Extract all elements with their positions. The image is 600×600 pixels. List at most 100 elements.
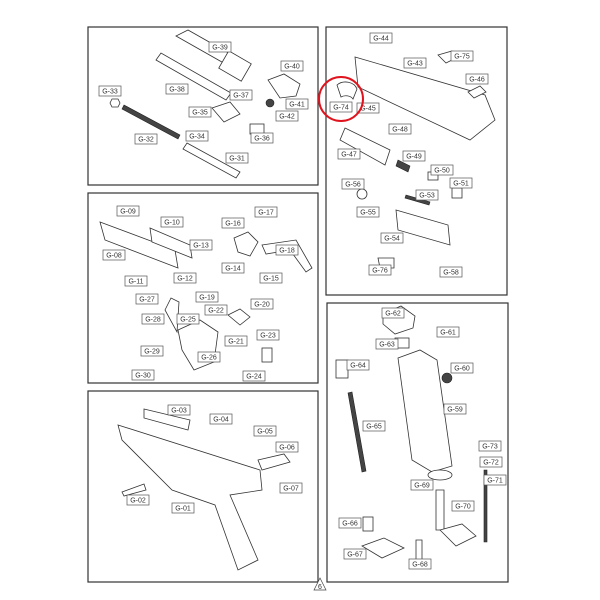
label-box — [369, 32, 393, 44]
label-box — [443, 403, 467, 415]
part-label-g-58: G-58 — [439, 266, 463, 278]
label-box — [362, 420, 386, 432]
label-text: G-65 — [366, 424, 382, 431]
part-label-g-41: G-41 — [285, 98, 309, 110]
label-text: G-36 — [254, 136, 270, 143]
part-label-g-35: G-35 — [188, 106, 212, 118]
label-box — [449, 177, 473, 189]
label-box — [224, 335, 248, 347]
label-box — [126, 494, 150, 506]
label-box — [250, 132, 274, 144]
label-box — [188, 106, 212, 118]
label-text: G-18 — [279, 248, 295, 255]
part-label-g-38: G-38 — [165, 83, 189, 95]
label-text: G-76 — [372, 268, 388, 275]
panel-trigger — [87, 192, 319, 384]
label-box — [116, 205, 140, 217]
label-text: G-04 — [213, 417, 229, 424]
label-text: G-17 — [258, 210, 274, 217]
label-text: G-46 — [469, 77, 485, 84]
part-label-g-60: G-60 — [450, 362, 474, 374]
label-text: G-72 — [483, 460, 499, 467]
label-text: G-28 — [145, 317, 161, 324]
part-label-g-36: G-36 — [250, 132, 274, 144]
label-text: G-15 — [263, 276, 279, 283]
label-box — [430, 164, 454, 176]
part-label-g-37: G-37 — [229, 89, 253, 101]
part-label-g-59: G-59 — [443, 403, 467, 415]
label-text: G-34 — [189, 134, 205, 141]
part-label-g-30: G-30 — [131, 369, 155, 381]
part-label-g-51: G-51 — [449, 177, 473, 189]
part-drawings — [99, 29, 496, 571]
part-label-g-76: G-76 — [368, 264, 392, 276]
label-box — [256, 329, 280, 341]
label-box — [221, 262, 245, 274]
label-box — [388, 123, 412, 135]
part-label-g-25: G-25 — [176, 313, 200, 325]
part-label-g-28: G-28 — [141, 313, 165, 325]
label-box — [275, 441, 299, 453]
part-label-g-48: G-48 — [388, 123, 412, 135]
label-box — [329, 101, 353, 113]
part-label-g-29: G-29 — [140, 345, 164, 357]
label-box — [250, 298, 274, 310]
label-text: G-50 — [434, 168, 450, 175]
label-box — [343, 548, 367, 560]
label-box — [102, 249, 126, 261]
part-label-g-68: G-68 — [408, 558, 432, 570]
part-label-g-13: G-13 — [189, 239, 213, 251]
label-box — [465, 73, 489, 85]
part-label-g-09: G-09 — [116, 205, 140, 217]
label-box — [124, 275, 148, 287]
label-text: G-31 — [229, 156, 245, 163]
label-box — [141, 313, 165, 325]
label-text: G-13 — [193, 243, 209, 250]
part-label-g-74: G-74 — [329, 101, 353, 113]
label-text: G-75 — [454, 54, 470, 61]
label-box — [229, 89, 253, 101]
label-box — [450, 50, 474, 62]
label-box — [381, 307, 405, 319]
label-box — [450, 362, 474, 374]
label-box — [375, 338, 399, 350]
label-text: G-70 — [455, 504, 471, 511]
part-label-g-33: G-33 — [98, 85, 122, 97]
label-text: G-60 — [454, 366, 470, 373]
label-text: G-16 — [225, 221, 241, 228]
label-text: G-53 — [419, 193, 435, 200]
part-label-g-05: G-05 — [253, 425, 277, 437]
label-box — [356, 102, 380, 114]
part-label-g-32: G-32 — [134, 133, 158, 145]
label-box — [275, 110, 299, 122]
part-label-g-15: G-15 — [259, 272, 283, 284]
part-label-g-14: G-14 — [221, 262, 245, 274]
part-label-g-40: G-40 — [280, 60, 304, 72]
label-text: G-06 — [279, 445, 295, 452]
label-text: G-22 — [208, 308, 224, 315]
part-label-g-11: G-11 — [124, 275, 148, 287]
part-label-g-10: G-10 — [160, 216, 184, 228]
label-text: G-63 — [379, 342, 395, 349]
label-text: G-59 — [447, 407, 463, 414]
label-text: G-71 — [487, 478, 503, 485]
label-box — [368, 264, 392, 276]
label-box — [408, 558, 432, 570]
label-text: G-49 — [406, 154, 422, 161]
label-text: G-12 — [177, 276, 193, 283]
label-box — [209, 413, 233, 425]
part-label-g-43: G-43 — [403, 57, 427, 69]
label-box — [337, 148, 361, 160]
label-text: G-67 — [347, 552, 363, 559]
part-label-g-23: G-23 — [256, 329, 280, 341]
part-label-g-56: G-56 — [341, 178, 365, 190]
label-text: G-07 — [283, 486, 299, 493]
label-box — [167, 404, 191, 416]
part-label-g-34: G-34 — [185, 130, 209, 142]
part-label-g-71: G-71 — [483, 474, 507, 486]
label-box — [160, 216, 184, 228]
label-text: G-64 — [350, 363, 366, 370]
part-label-g-06: G-06 — [275, 441, 299, 453]
